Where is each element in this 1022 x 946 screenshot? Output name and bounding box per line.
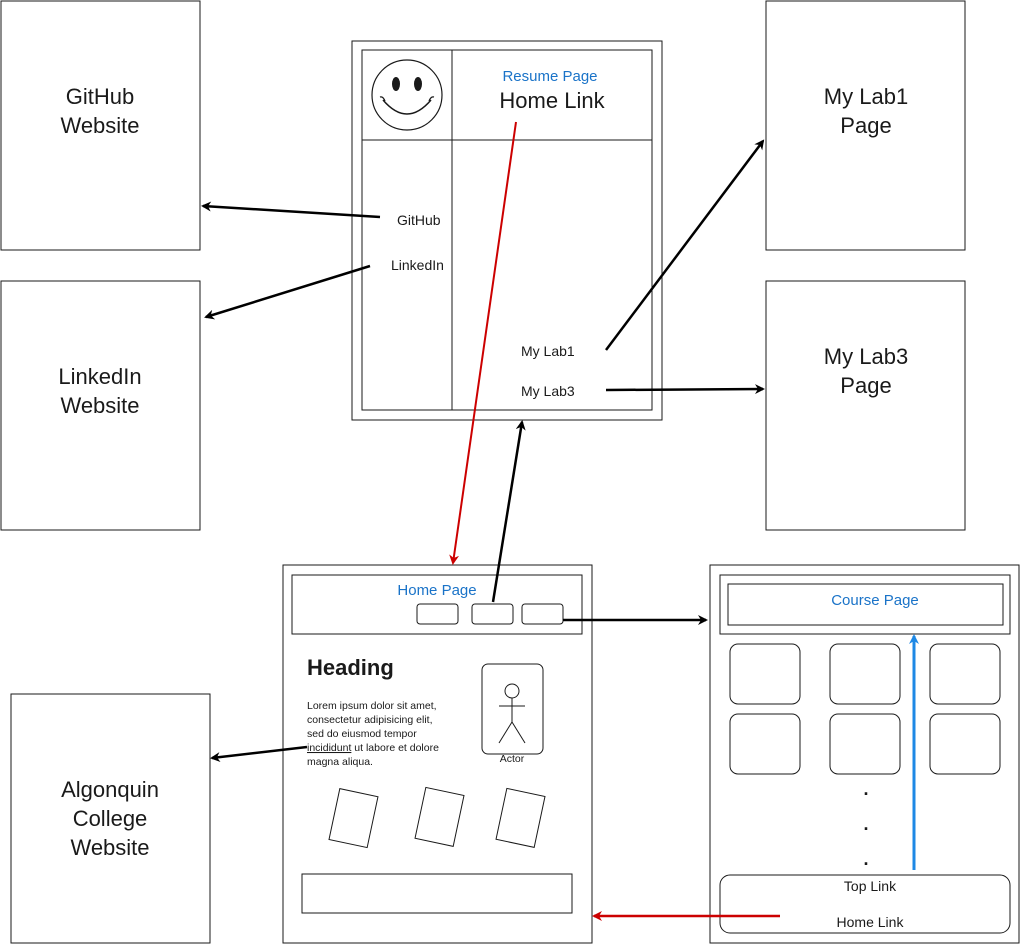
lab1-page-label-2: Page xyxy=(840,113,891,138)
resume-home-link[interactable]: Home Link xyxy=(499,88,605,113)
arrow-lab3 xyxy=(605,384,765,395)
course-card-3[interactable] xyxy=(929,643,1001,705)
github-website-label-2: Website xyxy=(60,113,139,138)
lab3-page-label-2: Page xyxy=(840,373,891,398)
resume-page-wireframe: Resume Page Home Link GitHub LinkedIn My… xyxy=(351,40,663,421)
course-card-2[interactable] xyxy=(829,643,901,705)
image-card-1 xyxy=(328,788,379,849)
home-body-line-4[interactable]: incididunt ut labore et dolore xyxy=(307,742,439,754)
actor-icon xyxy=(498,683,526,744)
arrow-home-to-resume xyxy=(491,420,526,603)
actor-label: Actor xyxy=(500,753,525,765)
image-card-2 xyxy=(414,786,465,847)
home-body-line-5: magna aliqua. xyxy=(307,756,373,768)
ellipsis-dot-2: . xyxy=(863,814,868,834)
home-body-line-1: Lorem ipsum dolor sit amet, xyxy=(307,700,437,712)
github-website-box: GitHub Website xyxy=(0,0,201,251)
algonquin-label-2: College xyxy=(73,806,148,831)
course-home-link[interactable]: Home Link xyxy=(837,914,905,930)
smiley-icon xyxy=(371,59,443,131)
course-card-5[interactable] xyxy=(829,713,901,775)
home-body-line-2: consectetur adipisicing elit, xyxy=(307,714,432,726)
lab3-page-label-1: My Lab3 xyxy=(824,344,908,369)
home-page-title: Home Page xyxy=(397,582,476,599)
course-card-6[interactable] xyxy=(929,713,1001,775)
course-top-link[interactable]: Top Link xyxy=(844,878,897,894)
image-card-3 xyxy=(495,787,546,848)
ellipsis-dot-3: . xyxy=(863,849,868,869)
resume-lab1-link[interactable]: My Lab1 xyxy=(521,343,575,359)
algonquin-website-box: Algonquin College Website xyxy=(10,693,211,944)
arrow-github xyxy=(201,201,381,219)
home-nav-button-1[interactable] xyxy=(416,603,459,625)
course-page-wireframe: Course Page . . . Top Link Home Link xyxy=(709,564,1020,944)
arrow-algonquin xyxy=(210,745,308,763)
home-heading: Heading xyxy=(307,655,394,680)
ellipsis-dot-1: . xyxy=(863,779,868,799)
linkedin-website-label-2: Website xyxy=(60,393,139,418)
home-footer-box xyxy=(301,873,573,914)
lab1-page-label-1: My Lab1 xyxy=(824,84,908,109)
home-body-line-3: sed do eiusmod tempor xyxy=(307,728,417,740)
linkedin-website-label-1: LinkedIn xyxy=(58,364,141,389)
home-page-wireframe: Home Page Heading Lorem ipsum dolor sit … xyxy=(282,564,593,944)
lab1-page-box: My Lab1 Page xyxy=(765,0,966,251)
github-website-label-1: GitHub xyxy=(66,84,134,109)
arrow-linkedin xyxy=(204,264,371,320)
course-card-1[interactable] xyxy=(729,643,801,705)
arrow-resume-to-home xyxy=(449,121,517,565)
course-page-title: Course Page xyxy=(831,592,919,609)
home-nav-button-3[interactable] xyxy=(521,603,564,625)
lab3-page-box: My Lab3 Page xyxy=(765,280,966,531)
course-card-4[interactable] xyxy=(729,713,801,775)
algonquin-label-3: Website xyxy=(70,835,149,860)
resume-lab3-link[interactable]: My Lab3 xyxy=(521,383,575,399)
resume-linkedin-link[interactable]: LinkedIn xyxy=(391,257,444,273)
resume-page-title: Resume Page xyxy=(502,68,597,85)
course-footer-box xyxy=(719,874,1011,934)
linkedin-website-box: LinkedIn Website xyxy=(0,280,201,531)
home-nav-button-2[interactable] xyxy=(471,603,514,625)
arrow-lab1 xyxy=(605,139,765,351)
resume-github-link[interactable]: GitHub xyxy=(397,212,441,228)
algonquin-label-1: Algonquin xyxy=(61,777,159,802)
connector-arrows xyxy=(201,121,919,921)
